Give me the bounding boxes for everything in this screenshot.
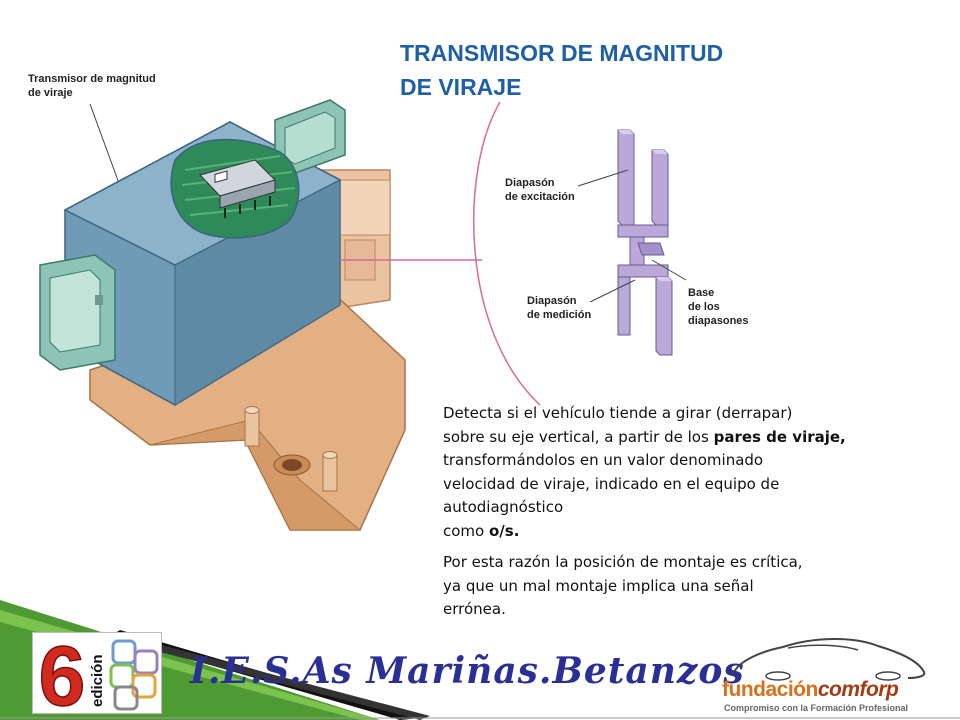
excitation-fork-label: Diapasón de excitación [505,176,575,204]
description-line: velocidad de viraje, indicado en el equi… [443,474,780,493]
magnifier-arc [340,101,541,406]
logo-part2: comforp [817,678,899,701]
base-label-line1: Base [688,287,715,299]
base-label-line3: diapasones [688,315,749,327]
fork-leader-lines [577,169,687,303]
measurement-label-line1: Diapasón [527,295,577,307]
sensor-callout-line2: de viraje [28,87,73,99]
foundation-logo-tagline: Compromiso con la Formación Profesional [724,703,909,713]
description-bold: pares de viraje, [713,427,846,446]
edition-number: 6 [39,635,86,713]
edition-number-graphic: 6 [38,635,86,713]
yaw-sensor-illustration [39,99,406,531]
description-line: autodiagnóstico [443,498,564,516]
slide-title-line2: DE VIRAJE [400,74,522,100]
fork-base-label: Base de los diapasones [688,286,749,328]
edition-word: edición [86,633,106,715]
slide-title: TRANSMISOR DE MAGNITUD DE VIRAJE [400,36,820,104]
excitation-label-line2: de excitación [505,191,575,203]
edition-badge: 6 [32,632,162,714]
edition-word-text: edición [89,654,106,707]
description-line: errónea. [443,600,506,618]
sensor-callout-label: Transmisor de magnitud de viraje [28,72,156,100]
description-line: como o/s. [443,520,913,544]
description-line: ya que un mal montaje implica una señal [443,576,754,595]
description-line: sobre su eje vertical, a partir de los p… [443,426,913,450]
car-outline-icon [732,638,926,681]
logo-part1: fundación [722,678,818,701]
school-name: I.E.S.As Mariñas.Betanzos [190,650,745,692]
description-line: Por esta razón la posición de montaje es… [443,553,803,571]
tuning-fork-illustration [617,129,673,356]
description-fragment: como [443,521,489,540]
measurement-label-line2: de medición [527,309,592,321]
foundation-logo-name: fundacióncomforp [722,678,899,702]
sensor-callout-line1: Transmisor de magnitud [28,73,156,85]
description-fragment: sobre su eje vertical, a partir de los [443,427,714,446]
slide-title-line1: TRANSMISOR DE MAGNITUD [400,40,724,66]
description-text: Detecta si el vehículo tiende a girar (d… [443,402,913,622]
edition-squares-icon [109,639,159,711]
base-label-line2: de los [688,301,720,313]
description-bold: o/s. [488,521,520,540]
measurement-fork-label: Diapasón de medición [527,294,591,322]
description-line: Detecta si el vehículo tiende a girar (d… [443,404,793,422]
excitation-label-line1: Diapasón [505,177,555,189]
description-line: transformándolos en un valor denominado [443,451,764,469]
